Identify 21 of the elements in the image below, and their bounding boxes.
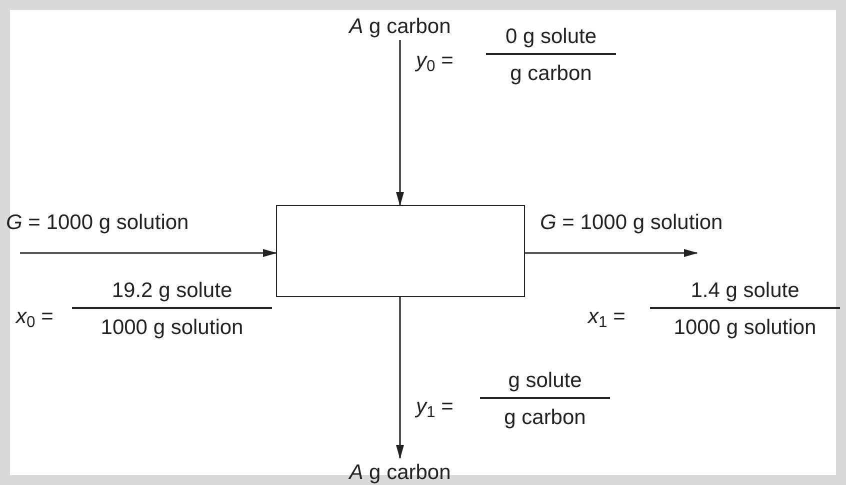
arrow xyxy=(20,249,277,257)
denominator: 1000 g solution xyxy=(674,314,816,338)
equation-label: y$_{0}$ = xyxy=(416,50,454,71)
denominator: g carbon xyxy=(510,60,592,84)
numerator: 1.4 g solute xyxy=(690,280,800,304)
equation-label: x$_{0}$ = xyxy=(16,306,54,327)
denominator: 1000 g solution xyxy=(100,314,244,338)
numerator: 19.2 g solute xyxy=(112,280,232,304)
arrow xyxy=(396,40,404,206)
numerator: g solute xyxy=(508,370,582,394)
process-box xyxy=(276,205,525,297)
denominator: g carbon xyxy=(504,404,586,428)
edge-label: G = 1000 g solution xyxy=(540,212,723,233)
arrow xyxy=(525,249,698,257)
equation-label: y$_{1}$ = xyxy=(416,396,454,417)
numerator: 0 g solute xyxy=(505,26,597,50)
edge-label: G = 1000 g solution xyxy=(6,212,189,233)
equation-label: x$_{1}$ = xyxy=(588,306,626,327)
arrow xyxy=(396,297,404,459)
stream-label: A g carbon xyxy=(320,12,480,40)
stream-label: A g carbon xyxy=(320,458,480,485)
